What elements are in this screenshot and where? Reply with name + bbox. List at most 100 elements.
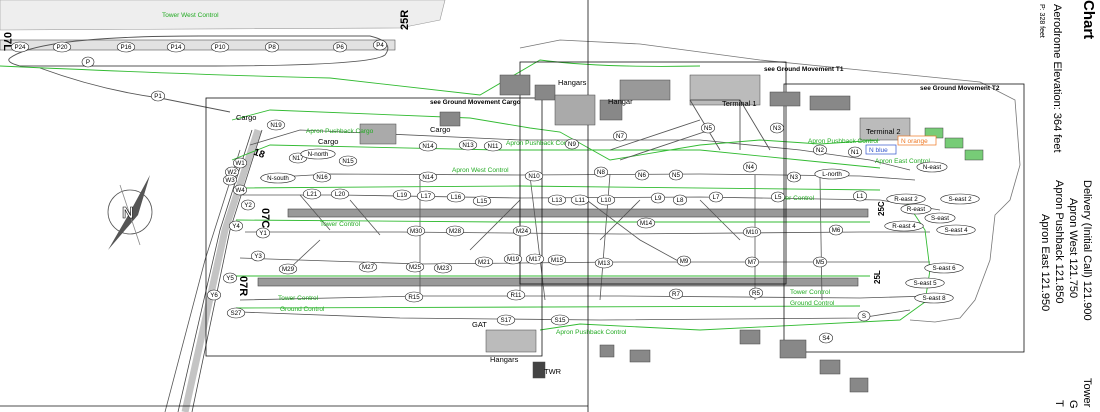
label-hangars-1: Hangars: [558, 78, 587, 87]
taxiway-label-ellipse: [81, 56, 95, 68]
taxiway-label-ellipse: [564, 138, 579, 150]
taxiway-label-ellipse: [260, 172, 296, 184]
taxiway-label-ellipse: [229, 220, 244, 232]
taxiway-label: M24: [512, 225, 532, 237]
taxiway-label: N15: [338, 155, 358, 167]
taxiway-label-text: N2: [816, 147, 824, 154]
side-fragment-t: T: [1053, 400, 1065, 407]
taxiway-label-ellipse: [210, 41, 230, 53]
side-freq-delivery: Delivery (Initial Call) 121.900: [1081, 180, 1093, 321]
taxiway-label: N-north: [300, 148, 336, 160]
taxiway-label-text: S: [862, 313, 866, 320]
taxiway-label-ellipse: [828, 224, 843, 236]
taxiway-label: N4: [742, 161, 757, 173]
taxiway-label-ellipse: [266, 119, 286, 131]
taxiway-label-ellipse: [52, 41, 72, 53]
label-tower-control-3: Tower Control: [278, 295, 319, 302]
taxiway-label-ellipse: [940, 193, 980, 205]
side-freq-apron-east: Apron East 121.950: [1039, 214, 1051, 311]
taxiway-p: [8, 35, 389, 67]
taxiway-label-text: Y4: [232, 223, 240, 230]
taxiway-label-text: L7: [713, 194, 720, 201]
taxiway-label-text: M5: [816, 259, 825, 266]
label-twr: TWR: [544, 367, 562, 376]
taxiway-label: M10: [742, 226, 762, 238]
taxiway-label-text: L13: [552, 197, 563, 204]
taxiway-label: P4: [372, 39, 387, 51]
taxiway-label-text: L21: [307, 191, 318, 198]
taxiway-label-text: P24: [14, 44, 26, 51]
taxiway-label: L10: [596, 194, 616, 206]
taxiway-label: N19: [266, 119, 286, 131]
taxiway-label-text: M28: [449, 228, 462, 235]
taxiway-label-text: L20: [335, 191, 346, 198]
taxiway-label-ellipse: [472, 195, 492, 207]
taxiway-label-ellipse: [847, 146, 862, 158]
taxiway-label-text: M23: [437, 265, 450, 272]
taxiway-label: M27: [358, 261, 378, 273]
taxiway-label: Y5: [223, 272, 238, 284]
taxiway-label: L16: [446, 191, 466, 203]
taxiway-label-ellipse: [496, 314, 516, 326]
taxiway-label-text: P: [86, 59, 90, 66]
label-tower-control-4: Tower Control: [790, 289, 831, 296]
taxiway-label-ellipse: [300, 148, 336, 160]
taxiway-label-ellipse: [241, 199, 256, 211]
taxiway-label-ellipse: [503, 253, 523, 265]
taxiway-label: Y3: [251, 250, 266, 262]
taxiway-label-text: M14: [640, 220, 653, 227]
taxiway-label-ellipse: [207, 289, 222, 301]
taxiway-label: N9: [564, 138, 579, 150]
taxiway-label: R15: [404, 291, 424, 303]
taxiway-label-text: L16: [451, 194, 462, 201]
taxiway-label-ellipse: [404, 291, 424, 303]
taxiway-label-ellipse: [852, 190, 867, 202]
taxiway-label-text: L17: [421, 193, 432, 200]
buildings: [359, 74, 984, 393]
taxiway-label-text: M19: [507, 256, 520, 263]
taxiway-label: N14: [418, 140, 438, 152]
taxiway-label-text: P8: [268, 44, 276, 51]
taxiway-label: N2: [812, 144, 827, 156]
taxiway-label-ellipse: [634, 169, 649, 181]
label-cargo-2: Cargo: [318, 137, 338, 146]
taxiway-label: M5: [812, 256, 827, 268]
taxiway-label-text: N10: [528, 173, 540, 180]
taxiway-label-ellipse: [372, 39, 387, 51]
taxiway-label: N5: [700, 122, 715, 134]
taxiway-label-ellipse: [278, 263, 298, 275]
taxiway-label: M15: [547, 254, 567, 266]
taxiway-label: N3: [786, 171, 801, 183]
taxiway-label-text: M29: [282, 266, 295, 273]
side-elevation-sub: P: 328 feet: [1038, 4, 1045, 38]
taxiway-label: L21: [302, 188, 322, 200]
taxiway-label-ellipse: [700, 122, 715, 134]
taxiway-label: R-east 2: [886, 193, 926, 205]
outer-taxiway-west: [164, 149, 241, 412]
label-tower-west-control: Tower West Control: [162, 12, 219, 19]
taxiway-label-ellipse: [884, 220, 924, 232]
taxiway-label: L-north: [814, 168, 850, 180]
taxiway-label-ellipse: [812, 144, 827, 156]
taxiway-label-text: N8: [597, 169, 605, 176]
taxiway-label: N-east: [916, 161, 948, 173]
taxiway-label-ellipse: [547, 194, 567, 206]
taxiway-label-ellipse: [744, 256, 759, 268]
taxiway-label: P: [81, 56, 95, 68]
taxiway-label-text: M9: [680, 258, 689, 265]
taxiway-label-ellipse: [166, 41, 186, 53]
taxiway-label-ellipse: [525, 253, 545, 265]
taxiway-label: P1: [151, 90, 166, 102]
runway-07r-25l: [257, 277, 859, 287]
taxiway-label-ellipse: [672, 194, 687, 206]
taxiway-label-ellipse: [547, 254, 567, 266]
taxiway-label-text: N17: [292, 155, 304, 162]
ground-movement-frames: [205, 61, 1025, 357]
taxiway-label-ellipse: [458, 139, 478, 151]
taxiway-label-text: N3: [773, 125, 781, 132]
taxiway-label: Y2: [241, 199, 256, 211]
taxiway-label-ellipse: [255, 227, 270, 239]
taxiway-label-text: N-east: [923, 164, 942, 171]
taxiway-label: N13: [458, 139, 478, 151]
taxiway-label-text: N4: [746, 164, 754, 171]
